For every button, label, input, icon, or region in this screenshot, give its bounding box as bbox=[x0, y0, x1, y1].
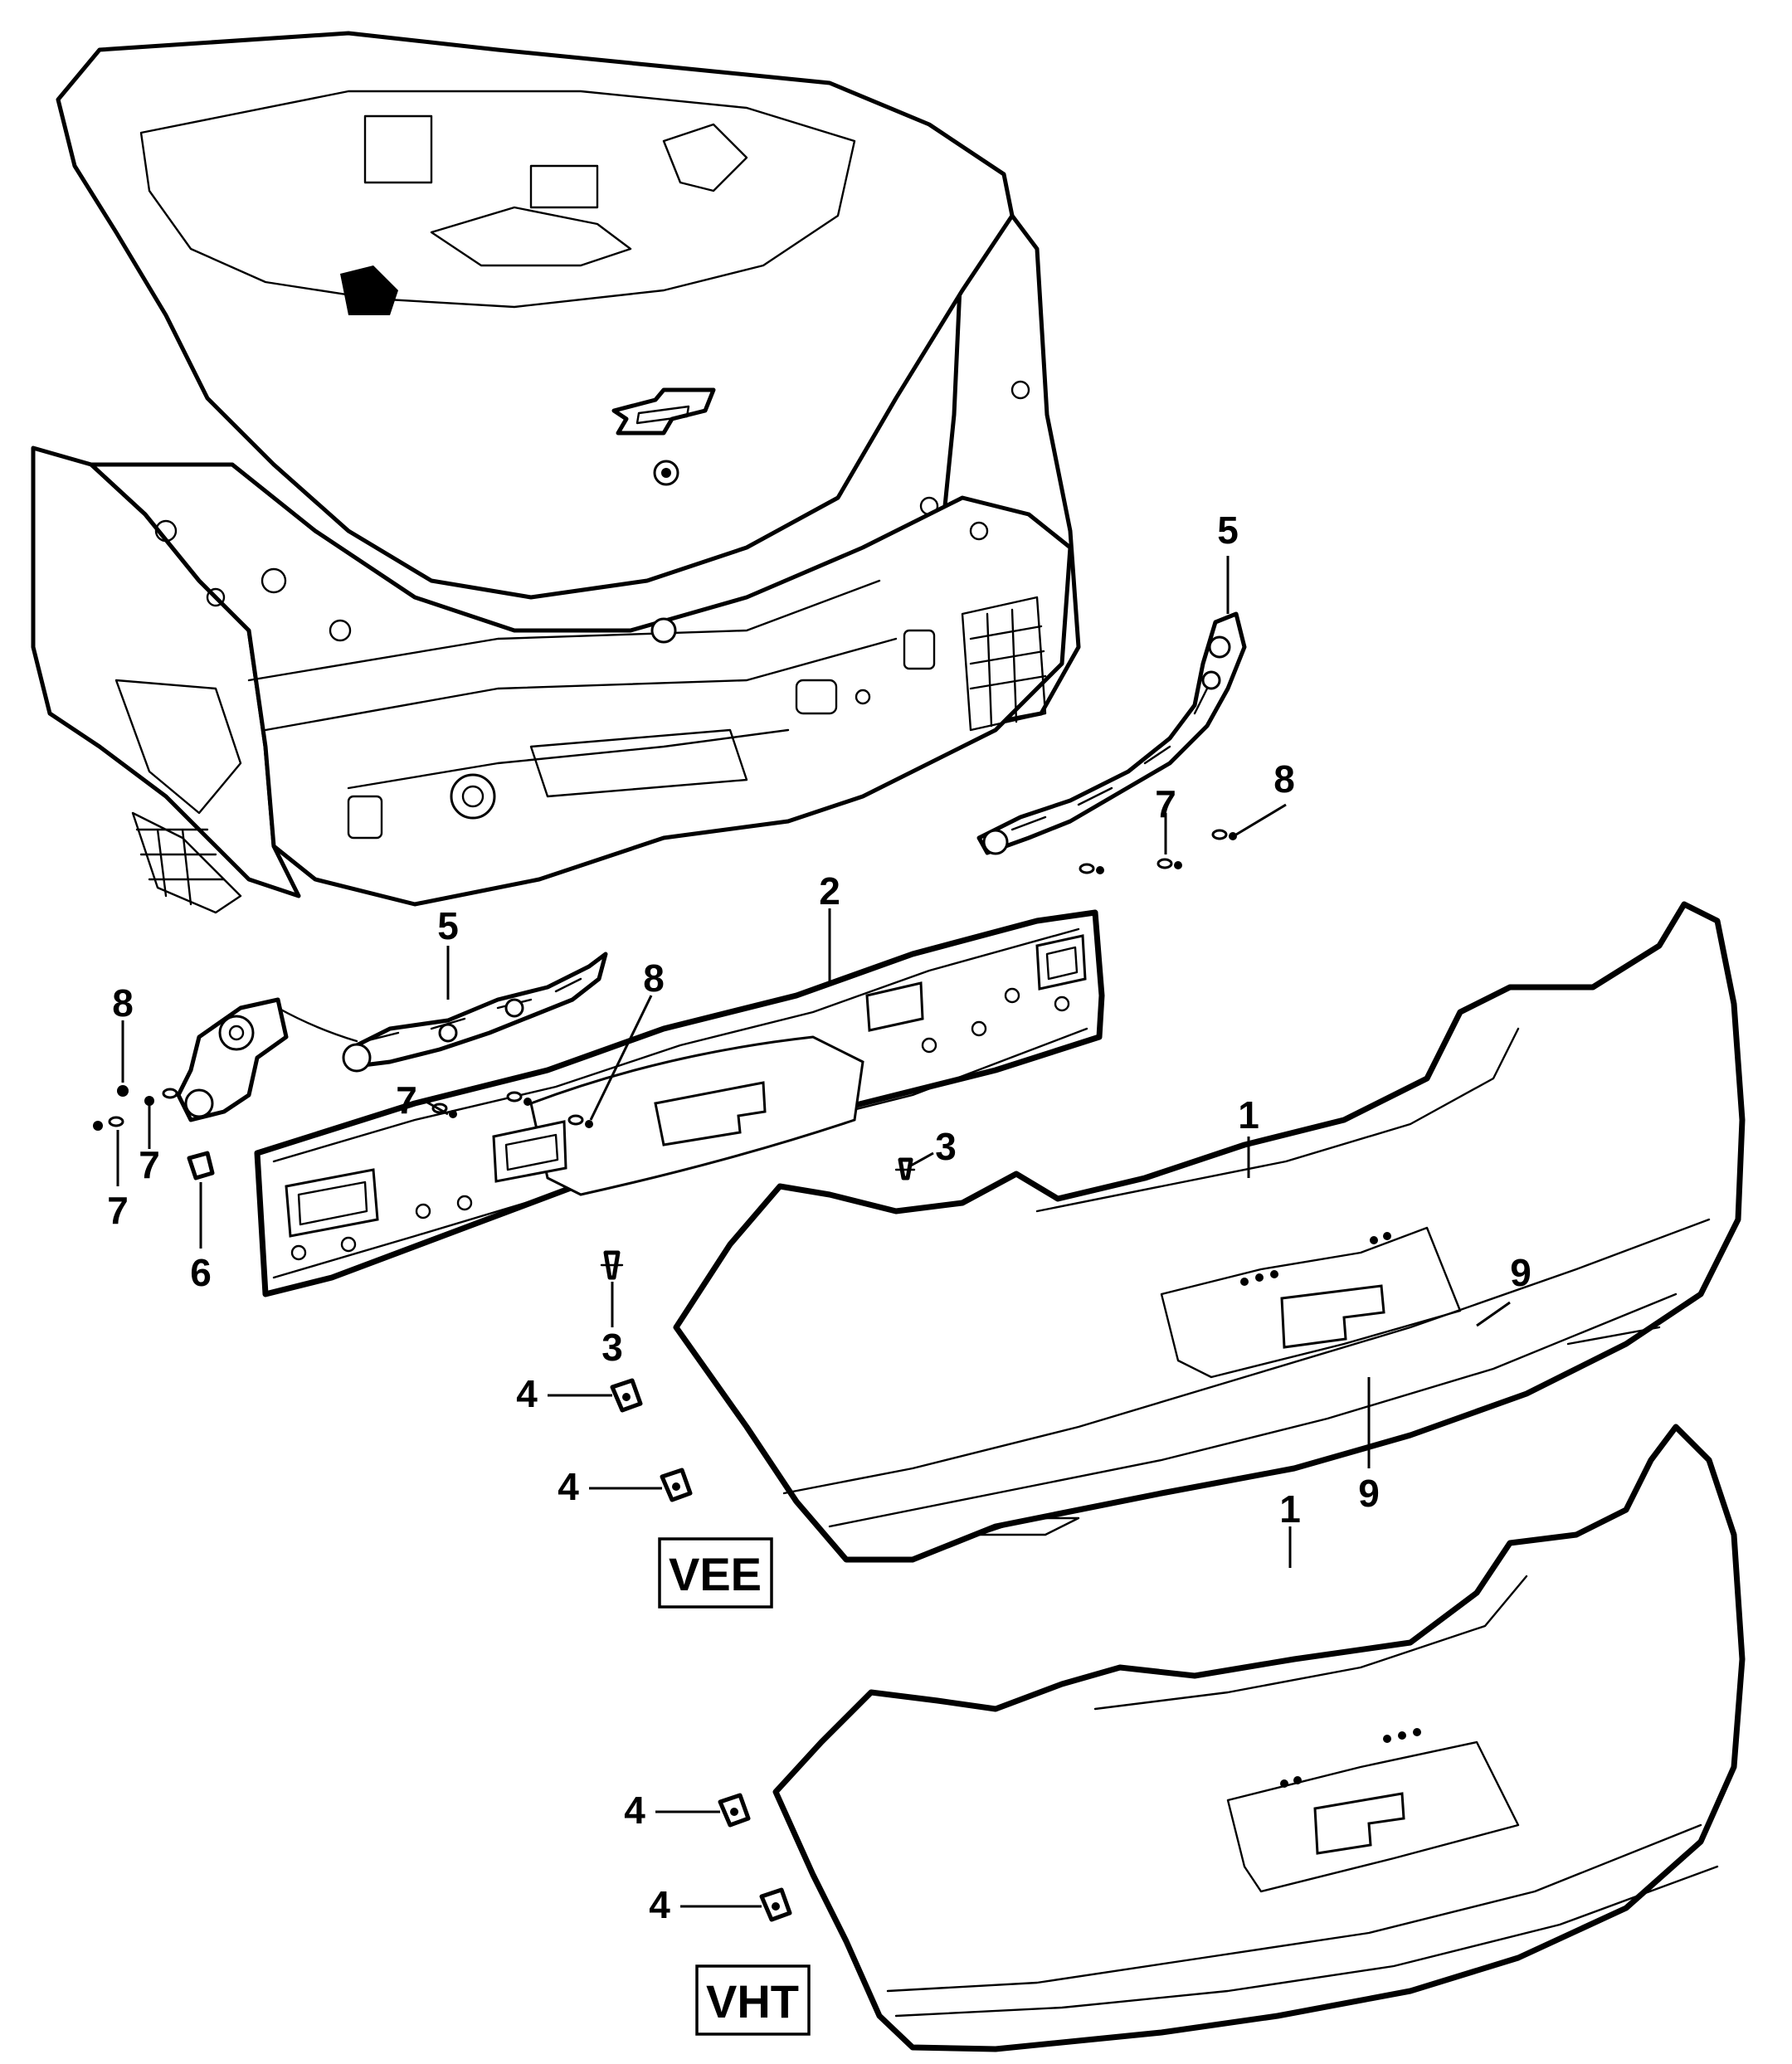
washer-center-icon bbox=[506, 1091, 532, 1106]
screw-left-lower-icon bbox=[93, 1116, 124, 1131]
callout-nut-vee-lower: 4 bbox=[558, 1465, 579, 1508]
callout-retainer-center: 3 bbox=[935, 1125, 957, 1168]
leader-lines bbox=[116, 556, 1511, 1908]
variant-vht-label: VHT bbox=[706, 1975, 799, 2027]
callout-energy-absorber: 2 bbox=[819, 869, 840, 913]
callout-nut-vht-upper: 4 bbox=[624, 1789, 645, 1832]
energy-absorber bbox=[254, 909, 1105, 1297]
rear-fascia-vee bbox=[673, 901, 1746, 1563]
bracket-right bbox=[976, 611, 1247, 855]
variant-vht-box: VHT bbox=[695, 1964, 811, 2036]
callout-nut-vee-upper: 4 bbox=[516, 1372, 538, 1415]
variant-vee-label: VEE bbox=[669, 1548, 762, 1600]
callout-screw-fascia-upper: 9 bbox=[1510, 1251, 1531, 1294]
washer-left-icon bbox=[162, 1088, 178, 1099]
wiring-harness-left bbox=[176, 997, 358, 1122]
callout-bracket-left: 5 bbox=[437, 904, 459, 947]
variant-vee-box: VEE bbox=[658, 1537, 773, 1609]
callout-bolt-center: 8 bbox=[643, 957, 665, 1000]
rear-fascia-vht bbox=[772, 1424, 1746, 2052]
callout-screw-right: 7 bbox=[1155, 782, 1176, 825]
connector bbox=[187, 1151, 215, 1180]
bolt-left-icon bbox=[117, 1085, 154, 1106]
callout-fascia-vee: 1 bbox=[1238, 1093, 1259, 1137]
bracket-left bbox=[342, 952, 608, 1073]
nut-vht-lower-icon bbox=[759, 1887, 792, 1922]
callout-bolt-right: 8 bbox=[1273, 757, 1295, 801]
callout-screw-left-mid: 7 bbox=[396, 1078, 417, 1122]
callout-screw-left-upper: 7 bbox=[139, 1143, 160, 1186]
screw-right-icon bbox=[1079, 863, 1104, 874]
callout-connector: 6 bbox=[190, 1251, 212, 1294]
retainer-center-icon bbox=[894, 1157, 916, 1180]
callout-fascia-vht: 1 bbox=[1279, 1487, 1301, 1531]
callout-retainer-lower: 3 bbox=[601, 1326, 623, 1369]
callout-nut-vht-lower: 4 bbox=[649, 1883, 670, 1926]
retainer-lower-icon bbox=[600, 1250, 624, 1280]
callout-labels: 5 8 7 5 2 8 8 7 7 7 6 3 3 1 1 4 4 9 9 4 … bbox=[107, 509, 1531, 1926]
callout-screw-fascia-lower: 9 bbox=[1358, 1472, 1380, 1515]
nut-vee-upper-icon bbox=[610, 1378, 643, 1413]
bolt-right-icon bbox=[1157, 858, 1182, 869]
callout-bolt-left: 8 bbox=[112, 981, 134, 1025]
nut-vee-lower-icon bbox=[660, 1468, 693, 1502]
callout-screw-left-lower: 7 bbox=[107, 1189, 129, 1232]
nut-vht-upper-icon bbox=[718, 1793, 751, 1828]
bolt-center-icon bbox=[567, 1114, 593, 1128]
nut-right-icon bbox=[1211, 829, 1237, 840]
vehicle-rear-body bbox=[31, 31, 1081, 914]
callout-bracket-right: 5 bbox=[1217, 509, 1239, 552]
